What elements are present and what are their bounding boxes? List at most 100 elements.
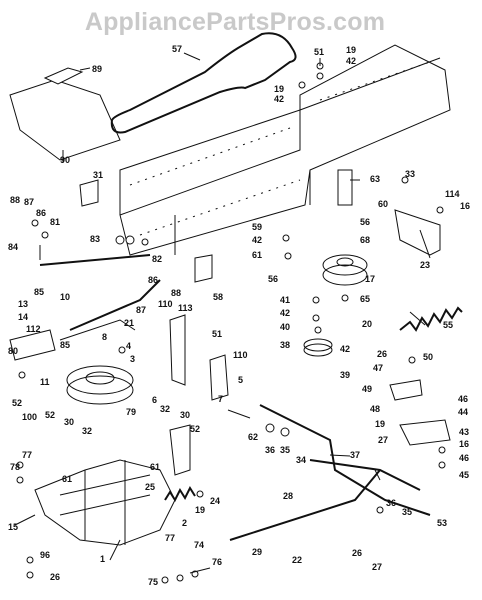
callout-79: 79 xyxy=(126,407,136,417)
callout-62: 62 xyxy=(248,432,258,442)
callout-35: 35 xyxy=(280,445,290,455)
callout-labels: 57 51 19 42 19 42 89 90 31 63 33 114 16 … xyxy=(8,44,470,587)
callout-59: 59 xyxy=(252,222,262,232)
callout-88: 88 xyxy=(171,288,181,298)
callout-31: 31 xyxy=(93,170,103,180)
callout-58: 58 xyxy=(213,292,223,302)
callout-7: 7 xyxy=(218,394,223,404)
callout-29: 29 xyxy=(252,547,262,557)
callout-77: 77 xyxy=(22,450,32,460)
callout-30: 30 xyxy=(64,417,74,427)
callout-100: 100 xyxy=(22,412,37,422)
callout-74: 74 xyxy=(194,540,204,550)
callout-42: 42 xyxy=(280,308,290,318)
callout-76: 76 xyxy=(212,557,222,567)
callout-35: 35 xyxy=(402,507,412,517)
callout-2: 2 xyxy=(182,518,187,528)
callout-26: 26 xyxy=(377,349,387,359)
callout-85: 85 xyxy=(60,340,70,350)
callout-27: 27 xyxy=(378,435,388,445)
callout-1: 1 xyxy=(100,554,105,564)
callout-27: 27 xyxy=(372,562,382,572)
callout-14: 14 xyxy=(18,312,28,322)
callout-60: 60 xyxy=(378,199,388,209)
callout-89: 89 xyxy=(92,64,102,74)
callout-86: 86 xyxy=(36,208,46,218)
callout-110: 110 xyxy=(233,350,248,360)
pedal-rod xyxy=(259,404,431,516)
callout-39: 39 xyxy=(340,370,350,380)
bracket-43 xyxy=(399,419,451,446)
callout-65: 65 xyxy=(360,294,370,304)
callout-26: 26 xyxy=(50,572,60,582)
callout-61: 61 xyxy=(252,250,262,260)
drive-belt xyxy=(110,32,297,134)
callout-28: 28 xyxy=(283,491,293,501)
callout-34: 34 xyxy=(296,455,306,465)
callout-42: 42 xyxy=(340,344,350,354)
spring-25 xyxy=(164,485,196,503)
callout-52: 52 xyxy=(190,424,200,434)
callout-75: 75 xyxy=(148,577,158,587)
callout-83: 83 xyxy=(90,234,100,244)
callout-63: 63 xyxy=(370,174,380,184)
callout-37: 37 xyxy=(350,450,360,460)
callout-114: 114 xyxy=(445,189,460,199)
callout-41: 41 xyxy=(280,295,290,305)
callout-44: 44 xyxy=(458,407,468,417)
callout-43: 43 xyxy=(459,427,469,437)
callout-85: 85 xyxy=(34,287,44,297)
callout-19: 19 xyxy=(375,419,385,429)
plate-89 xyxy=(43,67,84,85)
callout-13: 13 xyxy=(18,299,28,309)
callout-47: 47 xyxy=(373,363,383,373)
callout-50: 50 xyxy=(423,352,433,362)
callout-55: 55 xyxy=(443,320,453,330)
callout-42: 42 xyxy=(274,94,284,104)
callout-33: 33 xyxy=(405,169,415,179)
callout-96: 96 xyxy=(40,550,50,560)
callout-21: 21 xyxy=(124,318,134,328)
callout-16: 16 xyxy=(460,201,470,211)
callout-52: 52 xyxy=(45,410,55,420)
callout-48: 48 xyxy=(370,404,380,414)
watermark: AppliancePartsPros.com xyxy=(84,8,386,36)
bracket-31 xyxy=(79,179,99,207)
callout-49: 49 xyxy=(362,384,372,394)
callout-26: 26 xyxy=(352,548,362,558)
callout-51: 51 xyxy=(314,47,324,57)
callout-40: 40 xyxy=(280,322,290,332)
callout-3: 3 xyxy=(130,354,135,364)
bracket-58 xyxy=(194,254,213,283)
callout-110: 110 xyxy=(158,299,173,309)
callout-19: 19 xyxy=(346,45,356,55)
chassis-frame xyxy=(119,44,451,256)
callout-23: 23 xyxy=(420,260,430,270)
callout-46: 46 xyxy=(459,453,469,463)
callout-42: 42 xyxy=(252,235,262,245)
callout-82: 82 xyxy=(152,254,162,264)
idler-38 xyxy=(303,338,333,352)
bracket-52 xyxy=(169,424,191,476)
callout-51: 51 xyxy=(212,329,222,339)
callout-17: 17 xyxy=(365,274,375,284)
callout-53: 53 xyxy=(437,518,447,528)
pivot-shaft xyxy=(39,254,151,266)
callout-90: 90 xyxy=(60,155,70,165)
callout-16: 16 xyxy=(459,439,469,449)
bracket-23 xyxy=(394,209,441,256)
callout-6: 6 xyxy=(152,395,157,405)
callout-46: 46 xyxy=(458,394,468,404)
callout-5: 5 xyxy=(238,375,243,385)
callout-61: 61 xyxy=(62,474,72,484)
callout-30: 30 xyxy=(180,410,190,420)
callout-56: 56 xyxy=(268,274,278,284)
callout-24: 24 xyxy=(210,496,220,506)
callout-19: 19 xyxy=(274,84,284,94)
callout-36: 36 xyxy=(265,445,275,455)
callout-56: 56 xyxy=(360,217,370,227)
callout-57: 57 xyxy=(172,44,182,54)
callout-61: 61 xyxy=(150,462,160,472)
